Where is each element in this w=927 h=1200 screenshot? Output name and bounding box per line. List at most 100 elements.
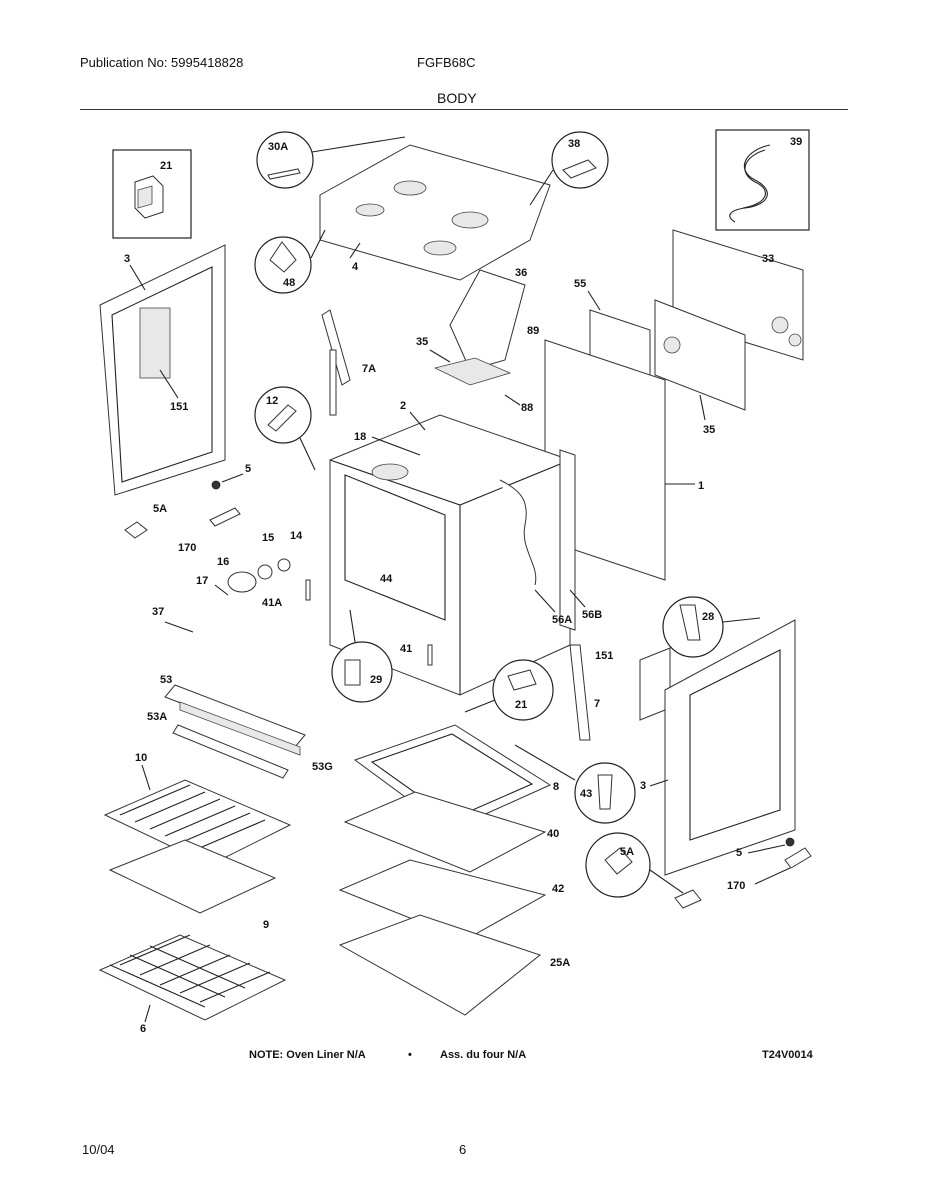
duct-56A-shape [499,479,537,586]
callout-38 [551,131,609,189]
footer-note-french: Ass. du four N/A [440,1049,527,1061]
label-43: 43 [580,788,592,800]
callout-21-lower [492,659,554,721]
label-170-left: 170 [178,542,196,554]
section-title: BODY [437,90,477,106]
label-5A-right: 5A [620,846,634,858]
publication-date: 10/04 [82,1142,115,1157]
label-5-right: 5 [736,847,742,859]
hinge-5A-right-icon [604,847,633,875]
clip-part-icon [562,159,597,179]
oven-rack-6-shape [98,934,287,1021]
leader-17 [214,584,229,596]
leader-10 [141,764,151,791]
label-29: 29 [370,674,382,686]
knob-hole-2 [788,333,802,347]
block-21-icon [507,669,537,691]
label-56A: 56A [552,614,572,626]
part-41-shape [427,644,433,666]
label-28: 28 [702,611,714,623]
rail-53A-shape [172,724,289,779]
burner-hole-2 [451,211,489,229]
burner-hole-3 [355,203,385,217]
part-16-shape [227,571,257,593]
right-door-window [689,649,781,841]
leader-55 [587,290,601,311]
leader-43 [514,744,576,781]
label-9: 9 [263,919,269,931]
label-5-left: 5 [245,463,251,475]
label-7: 7 [594,698,600,710]
hinge-170-right-icon [784,847,812,869]
panel-hole [663,336,681,354]
screw-5-left [211,480,221,490]
label-8: 8 [553,781,559,793]
label-21: 21 [160,160,172,172]
label-170-right: 170 [727,880,745,892]
leader-56B [569,589,586,608]
leader-6 [144,1004,151,1023]
leader-151-left [159,369,179,399]
label-33: 33 [762,253,774,265]
oven-rack-wires [109,934,271,1008]
drawer-53-lip [179,701,301,756]
leader-38 [529,169,554,206]
label-44: 44 [380,573,393,585]
label-5A-left: 5A [153,503,167,515]
label-15: 15 [262,532,274,544]
valve-12-icon [267,404,297,432]
leader-29 [349,609,356,643]
bolt-43-icon [597,774,613,810]
baffle-35-shape [433,357,512,386]
leader-30A [311,136,406,153]
rail-7A-lower [329,349,337,416]
label-18: 18 [354,431,366,443]
leader-18 [371,436,421,456]
burner-hole-1 [393,180,427,196]
burner-hole-4 [423,240,457,256]
leader-48 [310,229,326,259]
part-14-shape [277,558,291,572]
label-151-left: 151 [170,401,188,413]
oven-burner-opening [371,463,409,481]
label-3-right: 3 [640,780,646,792]
label-39: 39 [790,136,802,148]
label-40: 40 [547,828,559,840]
broiler-grid-slots [119,784,266,851]
broiler-pan-9-shape [108,839,277,914]
wire-harness-shape [729,144,771,223]
label-4: 4 [352,261,359,273]
footer-note-english: NOTE: Oven Liner N/A [249,1049,366,1061]
label-3-left: 3 [124,253,130,265]
leader-4 [349,242,361,259]
right-door-shape [664,619,796,876]
label-7A: 7A [362,363,376,375]
leader-5-right [747,844,786,854]
rail-7-shape [569,644,591,741]
label-35: 35 [416,336,428,348]
hinge-right-part-shape [674,889,702,909]
label-2: 2 [400,400,406,412]
label-16: 16 [217,556,229,568]
leader-170-right [754,867,791,885]
wire-harness-loop-shape [742,149,766,209]
screw-part-icon [267,168,301,180]
label-10: 10 [135,752,147,764]
door-panel-shape [139,307,171,379]
label-41A: 41A [262,597,282,609]
label-53: 53 [160,674,172,686]
publication-number: Publication No: 5995418828 [80,55,244,70]
label-56B: 56B [582,609,602,621]
leader-35-right [699,394,706,421]
label-1: 1 [698,480,704,492]
label-55: 55 [574,278,586,290]
bracket-29-icon [344,659,361,686]
footer-bullet: • [408,1049,412,1061]
leader-28 [722,617,761,623]
label-35-right: 35 [703,424,715,436]
leader-3-right [649,779,669,787]
hinge-170-left-icon [209,507,241,527]
page-number: 6 [459,1142,467,1157]
label-37: 37 [152,606,164,618]
